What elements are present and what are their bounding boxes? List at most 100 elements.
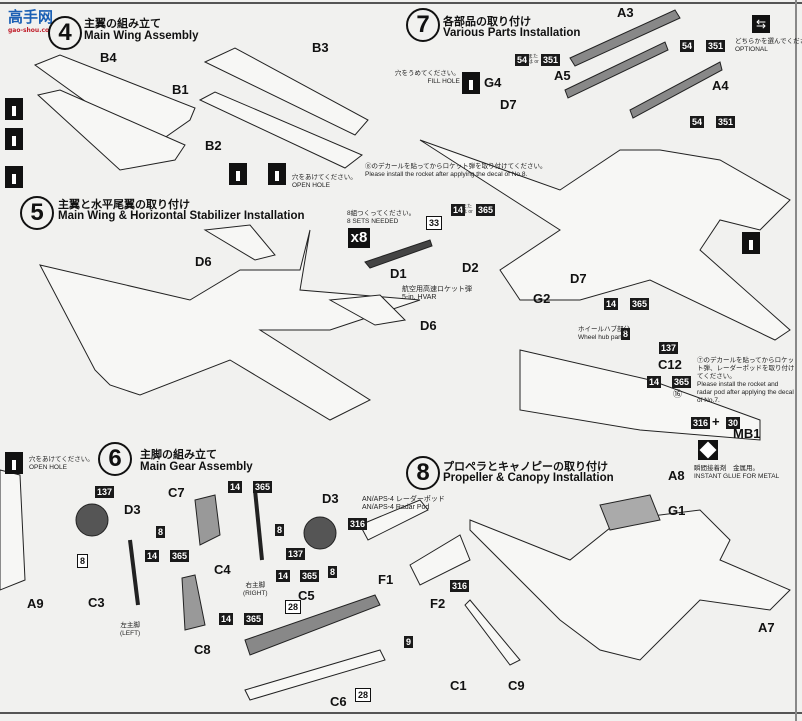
paint-badge: 8 — [328, 566, 338, 578]
paint-badge: 28 — [355, 688, 372, 702]
instant-glue-icon — [698, 440, 718, 460]
paint-badge: 14 — [647, 376, 662, 388]
note-jp: AN/APS-4 レーダーポッド — [362, 496, 445, 503]
paint-badge: 365 — [300, 570, 320, 582]
part-a3 — [569, 9, 681, 67]
part-label: F2 — [430, 596, 446, 611]
note-en: 8 SETS NEEDED — [347, 218, 399, 225]
step-title-jp: 各部品の取り付け — [443, 16, 531, 28]
paint-badge: 9 — [404, 636, 414, 648]
paint-badge: 54 — [690, 116, 705, 128]
note-en: (RIGHT) — [243, 590, 268, 597]
radar-pod — [359, 499, 429, 541]
paint-badge: 137 — [659, 342, 679, 354]
optional-arrows-icon: ⇆ — [752, 15, 770, 33]
fighter-step8 — [469, 509, 791, 661]
gear-leg — [128, 539, 140, 606]
open-hole-icon — [229, 163, 247, 185]
paint-badge: 351 — [541, 54, 561, 66]
paint-badge: 365 — [170, 550, 190, 562]
paint-badge: 365 — [244, 613, 264, 625]
part-label: B1 — [172, 82, 189, 97]
part-label: MB1 — [733, 426, 761, 441]
paint-badge: 28 — [285, 600, 302, 614]
part-label: B4 — [100, 50, 117, 65]
note-jp: ホイールハブ部分 — [578, 326, 630, 333]
note-jp: 8組つくってください。 — [347, 210, 416, 217]
logo-url: gao-shou.com — [8, 27, 56, 34]
paint-badge: 14 — [219, 613, 234, 625]
paint-badge: 365 — [672, 376, 692, 388]
paint-badge: 14 — [228, 481, 243, 493]
part-label: D2 — [462, 260, 479, 275]
part-label: A4 — [712, 78, 729, 93]
part-label: A9 — [27, 596, 44, 611]
part-label: G2 — [533, 291, 551, 306]
wheel-d3 — [303, 516, 337, 550]
note-en: OPEN HOLE — [292, 182, 330, 189]
radar-pod — [409, 534, 471, 586]
sets-needed-note: 8組つくってください。8 SETS NEEDED — [347, 210, 415, 226]
part-a4 — [629, 61, 723, 119]
tank-c6 — [244, 649, 386, 701]
plus-sign: + — [712, 414, 720, 429]
tank-c5 — [244, 594, 381, 656]
paint-badge: 365 — [476, 204, 496, 216]
note-jp: 左主脚 — [120, 622, 140, 629]
open-hole-icon — [5, 452, 23, 474]
paint-badge: 137 — [95, 486, 115, 498]
decal-number: ⑯ — [673, 389, 683, 399]
open-hole-icon — [5, 98, 23, 120]
part-label: C9 — [508, 678, 525, 693]
part-label: C7 — [168, 485, 185, 500]
decal8-note: ⑧のデカールを貼ってからロケット弾を取り付けてください。Please insta… — [365, 163, 546, 179]
gear-leg — [253, 489, 264, 561]
note-jp: 瞬間接着剤 金属用。 — [694, 465, 759, 472]
part-label: A3 — [617, 5, 634, 20]
note-jp: 穴をあけてください。 — [29, 456, 94, 463]
fill-hole-icon — [742, 232, 760, 254]
logo-text: 高手网 — [8, 8, 54, 26]
note-en: (LEFT) — [120, 630, 141, 637]
note-jp: ⑧のデカールを貼ってからロケット弾を取り付けてください。 — [365, 163, 547, 170]
paint-badge: 351 — [706, 40, 726, 52]
step-number: 7 — [406, 8, 440, 42]
wing-b3 — [203, 47, 369, 136]
note-en: FILL HOLE — [427, 78, 460, 85]
part-label: C12 — [658, 357, 682, 372]
paint-badge: 365 — [630, 298, 650, 310]
part-label: C1 — [450, 678, 467, 693]
step-title-en: Propeller & Canopy Installation — [443, 472, 614, 484]
part-label: D6 — [420, 318, 437, 333]
paint-badge: 14 — [451, 204, 466, 216]
part-label: A8 — [668, 468, 685, 483]
optional-note: どちらかを選んでください。OPTIONAL — [735, 38, 802, 54]
part-label: F1 — [378, 572, 394, 587]
paint-badge: 316 — [348, 518, 368, 530]
part-label: D6 — [195, 254, 212, 269]
open-hole-icon — [5, 128, 23, 150]
paint-badge: 316 — [450, 580, 470, 592]
part-label: D3 — [322, 491, 339, 506]
step-title-en: Various Parts Installation — [443, 27, 581, 39]
propeller — [464, 599, 521, 666]
paint-badge: 8 — [156, 526, 166, 538]
part-label: B3 — [312, 40, 329, 55]
step-number: 4 — [48, 16, 82, 50]
fill-hole-icon — [462, 72, 480, 94]
paint-badge: 30 — [726, 417, 741, 429]
or-label: または or — [528, 54, 539, 65]
rocket-d1 — [364, 239, 433, 269]
part-label: D3 — [124, 502, 141, 517]
tail-a9 — [0, 469, 26, 591]
open-hole-note: 穴をあけてください。OPEN HOLE — [292, 174, 357, 190]
note-en: AN/APS-4 Radar Pod — [362, 504, 430, 511]
part-label: C4 — [214, 562, 231, 577]
part-label: D7 — [570, 271, 587, 286]
gear-door-c8 — [181, 574, 206, 631]
note-en: Please install the rocket and radar pod … — [697, 381, 794, 404]
step-title-jp: 主翼の組み立て — [84, 18, 161, 30]
